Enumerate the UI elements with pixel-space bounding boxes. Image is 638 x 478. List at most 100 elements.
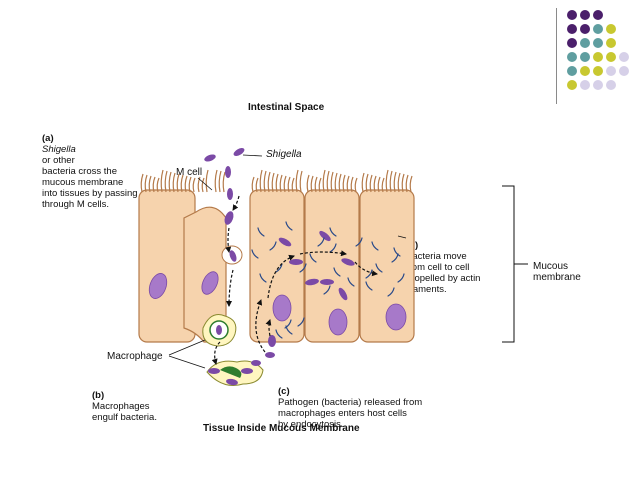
decor-dot (606, 66, 616, 76)
actin-filament (251, 249, 259, 259)
microvillus (346, 175, 350, 193)
bacterium (204, 154, 216, 162)
leader-d (397, 235, 407, 239)
bacterium (251, 360, 261, 366)
actin-filament (275, 329, 283, 339)
bacterium (305, 278, 319, 286)
microvillus (314, 176, 318, 193)
microvillus (326, 170, 330, 193)
epithelial-cell-4 (304, 189, 360, 343)
dashed-arrows (211, 195, 378, 365)
decor-dot (593, 52, 603, 62)
microvillus (385, 169, 389, 193)
bacterium (319, 230, 331, 242)
decor-dot (567, 24, 577, 34)
decor-dot (580, 38, 590, 48)
decor-dot (580, 80, 590, 90)
decor-dot (593, 80, 603, 90)
bacterium (227, 188, 233, 200)
nucleus-5 (385, 303, 407, 331)
nucleus-4 (328, 308, 348, 336)
microvillus (218, 170, 222, 193)
step-c-text: (c) Pathogen (bacteria) released from ma… (278, 375, 478, 430)
microvillus (271, 172, 275, 193)
macrophage-nucleus (220, 366, 242, 378)
step-a-shigella: Shigella (42, 144, 76, 155)
microvillus (393, 171, 397, 193)
bacterium (338, 287, 348, 301)
microvillus (299, 170, 303, 193)
actin-filament (391, 253, 399, 263)
arrow (226, 269, 234, 307)
step-d-text: (d) Bacteria move from cell to cell prop… (406, 229, 516, 295)
microvillus (342, 174, 346, 193)
nucleus-1 (148, 273, 168, 299)
shigella-label: Shigella (266, 149, 302, 160)
leader-macrophage-2 (168, 355, 206, 369)
microvillus (361, 172, 365, 193)
bacterium (268, 335, 276, 347)
arrow (255, 299, 266, 353)
microvillus (192, 177, 196, 193)
microvillus (365, 173, 369, 193)
actin-filament (329, 243, 337, 253)
microvillus (205, 169, 209, 193)
decor-dot (567, 10, 577, 20)
microvillus (184, 175, 188, 193)
macrophage-1 (202, 314, 237, 347)
decor-dot (567, 66, 577, 76)
actin-filament (285, 221, 293, 231)
microvillus (322, 169, 326, 193)
step-c-description: Pathogen (bacteria) released from macrop… (278, 397, 423, 430)
bacterium (216, 325, 222, 335)
leader-m-cell (197, 177, 213, 191)
microvillus (291, 177, 295, 193)
vacuole (221, 245, 243, 265)
actin-filament (275, 263, 283, 273)
actin-filament (297, 317, 305, 327)
step-d-description: Bacteria move from cell to cell propelle… (406, 251, 481, 295)
actin-filament (285, 325, 293, 335)
microvillus (201, 177, 205, 193)
decor-dot (580, 66, 590, 76)
actin-filament (387, 287, 395, 297)
epithelial-cells (138, 189, 415, 343)
title-intestinal-space: Intestinal Space (248, 102, 325, 113)
m-cell (183, 206, 227, 343)
actin-filament (393, 247, 401, 257)
microvillus (263, 170, 267, 193)
arrow (225, 227, 232, 253)
epithelial-cell-1 (138, 189, 196, 343)
bacterium (320, 279, 334, 285)
mucous-membrane-label: Mucous membrane (533, 261, 581, 283)
microvillus (275, 173, 279, 193)
actin-filament (284, 319, 292, 329)
step-d-letter: (d) (406, 240, 419, 251)
microvillus (401, 173, 405, 193)
microvillus (373, 175, 377, 193)
epithelial-cell-3 (249, 189, 305, 343)
shigella-bacteria (204, 148, 355, 347)
decor-dot (606, 52, 616, 62)
arrow (232, 195, 240, 211)
title-tissue-inside-mucous-membrane: Tissue Inside Mucous Membrane (203, 423, 360, 434)
decor-dot (593, 10, 603, 20)
step-b-letter: (b) (92, 390, 105, 401)
actin-filament (257, 227, 265, 237)
arrow (211, 341, 221, 365)
actin-filament (329, 227, 337, 237)
nucleus-2 (201, 271, 219, 295)
microvillus (409, 175, 413, 193)
actin-filament (347, 277, 355, 287)
microvillus (330, 171, 334, 193)
microvillus (295, 169, 299, 193)
bacterium (265, 352, 275, 358)
bacterium (341, 258, 355, 266)
decor-dot (567, 38, 577, 48)
decor-dot (567, 80, 577, 90)
leader-macrophage-1 (168, 339, 206, 356)
microvillus (310, 175, 314, 193)
microvillus (267, 171, 271, 193)
bacterium (241, 368, 253, 374)
microvillus (350, 176, 354, 193)
